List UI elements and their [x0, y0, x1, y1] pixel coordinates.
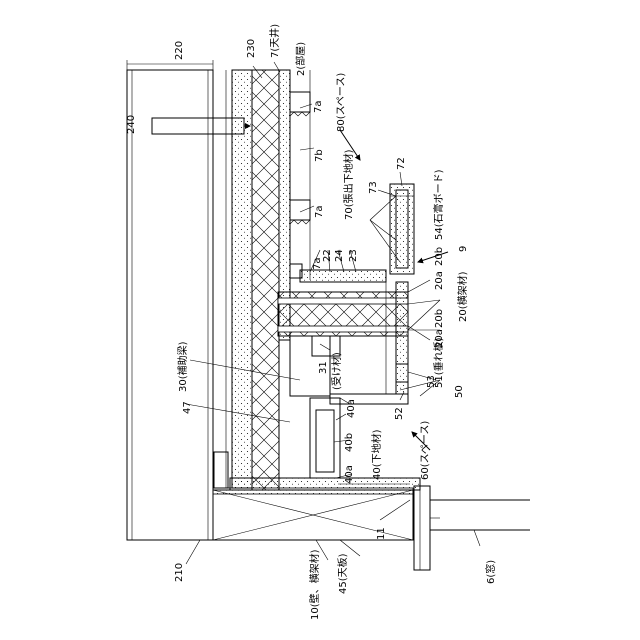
label-31b: (受け材)	[330, 352, 343, 390]
label-20: 20(横架材)	[456, 271, 469, 322]
label-20b-1: 20b	[434, 247, 445, 266]
label-210: 210	[174, 563, 185, 582]
label-80: 80(スペース)	[336, 73, 347, 132]
label-10: 10(壁、横架材)	[308, 549, 321, 620]
overhang-70	[390, 184, 414, 274]
label-23: 23	[348, 249, 359, 262]
label-24: 24	[334, 249, 345, 262]
label-40: 40(下地材)	[370, 429, 383, 480]
label-31: 31	[318, 361, 329, 374]
label-20a-1: 20a	[434, 271, 445, 290]
label-47: 47	[182, 401, 193, 414]
window-6	[414, 486, 530, 570]
label-60: 60(スペース)	[420, 421, 431, 480]
label-7a-1: 7a	[313, 101, 324, 114]
beam-20	[278, 292, 408, 336]
label-7: 7(天井)	[268, 24, 281, 58]
label-54: 54(石膏ボード)	[432, 169, 445, 240]
label-70: 70(張出下地材)	[342, 149, 355, 220]
label-20b-2: 20b	[434, 309, 445, 328]
label-45: 45(天板)	[336, 553, 349, 594]
label-73: 73	[368, 181, 379, 194]
label-220: 220	[174, 41, 185, 60]
label-11: 11	[376, 527, 387, 540]
label-72: 72	[396, 157, 407, 170]
label-52: 52	[394, 407, 405, 420]
label-2: 2(部屋)	[294, 42, 307, 76]
label-30: 30(補助梁)	[176, 341, 189, 392]
label-6: 6(窓)	[484, 560, 497, 584]
joists-7a	[290, 70, 310, 280]
label-50: 50	[454, 385, 465, 398]
insulation-230	[252, 70, 279, 490]
block-220	[127, 60, 213, 540]
label-240: 240	[126, 115, 137, 134]
label-9: 9	[458, 246, 469, 252]
label-230: 230	[246, 39, 257, 58]
label-40b: 40b	[344, 433, 355, 452]
label-7b: 7b	[314, 149, 325, 162]
label-40a-2: 40a	[344, 465, 355, 484]
label-7a-2: 7a	[314, 206, 325, 219]
label-22: 22	[322, 249, 333, 262]
label-40a-1: 40a	[346, 399, 357, 418]
board-22-24	[300, 270, 386, 282]
label-53: 53	[426, 375, 437, 388]
